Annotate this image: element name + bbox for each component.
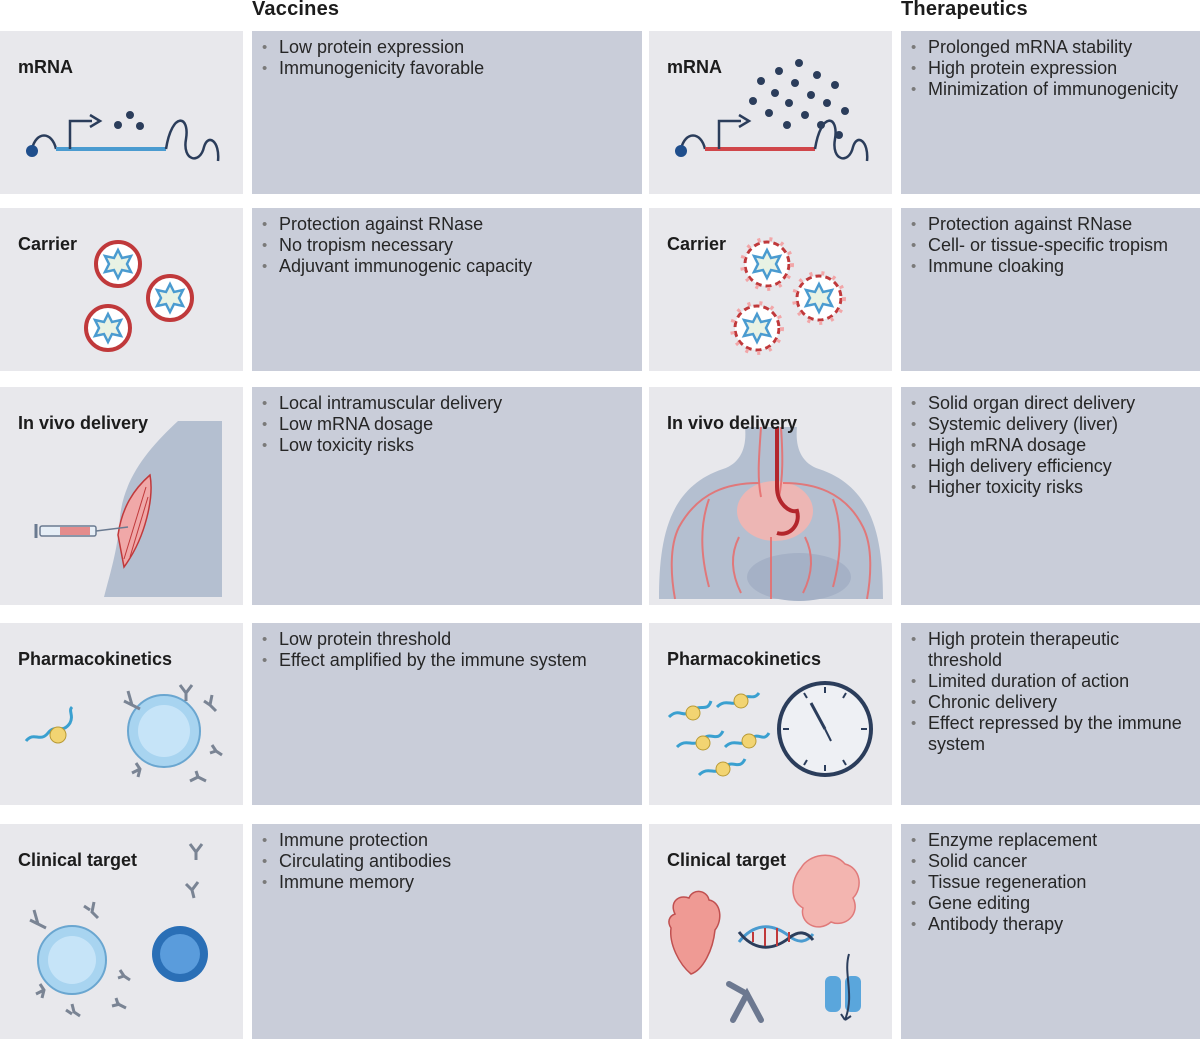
intramuscular-injection-icon <box>34 421 222 597</box>
mrna-high-expression-icon <box>675 59 869 162</box>
bullet: High protein therapeutic threshold <box>911 629 1192 671</box>
therapeutics-column-title: Therapeutics <box>901 0 1028 20</box>
immune-cell-antibody-icon <box>24 684 223 783</box>
vaccine-mrna-illustration: mRNA <box>0 31 243 194</box>
bullet: Gene editing <box>911 893 1192 914</box>
bullet: Immune cloaking <box>911 256 1192 277</box>
bullet: Adjuvant immunogenic capacity <box>262 256 634 277</box>
immune-memory-cells-icon <box>29 843 208 1018</box>
row-label: mRNA <box>667 57 723 77</box>
lipid-nanoparticle-icon <box>84 240 194 352</box>
bullet: Minimization of immunogenicity <box>911 79 1192 100</box>
vaccine-clinical-target-points: Immune protection Circulating antibodies… <box>252 824 642 1039</box>
therapeutic-pharmacokinetics-points: High protein therapeutic threshold Limit… <box>901 623 1200 805</box>
row-label: Pharmacokinetics <box>667 649 822 669</box>
bullet: Protection against RNase <box>262 214 634 235</box>
bullet: Enzyme replacement <box>911 830 1192 851</box>
bullet: No tropism necessary <box>262 235 634 256</box>
therapeutic-mrna-illustration: mRNA <box>649 31 892 194</box>
clock-protein-icon <box>667 681 873 777</box>
bullet: Prolonged mRNA stability <box>911 37 1192 58</box>
row-pharmacokinetics: Pharmacokinetics Low protein threshold E… <box>0 623 1200 805</box>
bullet: Solid cancer <box>911 851 1192 872</box>
bullet: Effect amplified by the immune system <box>262 650 634 671</box>
row-label: In vivo delivery <box>18 413 149 433</box>
vaccine-pharmacokinetics-points: Low protein threshold Effect amplified b… <box>252 623 642 805</box>
therapeutic-delivery-points: Solid organ direct delivery Systemic del… <box>901 387 1200 605</box>
vaccine-mrna-points: Low protein expression Immunogenicity fa… <box>252 31 642 194</box>
bullet: Protection against RNase <box>911 214 1192 235</box>
bullet: Immunogenicity favorable <box>262 58 634 79</box>
therapeutic-pharmacokinetics-illustration: Pharmacokinetics <box>649 623 892 805</box>
mrna-low-expression-icon <box>26 111 220 162</box>
bullet: Antibody therapy <box>911 914 1192 935</box>
bullet: Low protein expression <box>262 37 634 58</box>
row-label: mRNA <box>18 57 74 77</box>
vaccine-carrier-points: Protection against RNase No tropism nece… <box>252 208 642 371</box>
therapeutic-mrna-points: Prolonged mRNA stability High protein ex… <box>901 31 1200 194</box>
bullet: Immune protection <box>262 830 634 851</box>
row-label: Clinical target <box>667 850 787 870</box>
bullet: Low mRNA dosage <box>262 414 634 435</box>
row-label: In vivo delivery <box>667 413 798 433</box>
row-carrier: Carrier Protection against RNase No trop… <box>0 208 1200 371</box>
bullet: Systemic delivery (liver) <box>911 414 1192 435</box>
bullet: Cell- or tissue-specific tropism <box>911 235 1192 256</box>
bullet: High protein expression <box>911 58 1192 79</box>
row-mrna: mRNA Low protein expression Immunogenici… <box>0 31 1200 194</box>
row-label: Carrier <box>18 234 78 254</box>
row-clinical-target: Clinical target Immune protection Circul… <box>0 824 1200 1039</box>
therapeutic-carrier-illustration: Carrier <box>649 208 892 371</box>
targeted-nanoparticle-icon <box>730 237 846 355</box>
row-in-vivo-delivery: In vivo delivery Local intramuscular del… <box>0 387 1200 605</box>
vaccine-delivery-illustration: In vivo delivery <box>0 387 243 605</box>
bullet: Solid organ direct delivery <box>911 393 1192 414</box>
vaccine-pharmacokinetics-illustration: Pharmacokinetics <box>0 623 243 805</box>
systemic-delivery-icon <box>659 426 883 601</box>
bullet: Low protein threshold <box>262 629 634 650</box>
bullet: Effect repressed by the immune system <box>911 713 1192 755</box>
bullet: Immune memory <box>262 872 634 893</box>
bullet: Local intramuscular delivery <box>262 393 634 414</box>
bullet: Low toxicity risks <box>262 435 634 456</box>
therapeutic-clinical-target-points: Enzyme replacement Solid cancer Tissue r… <box>901 824 1200 1039</box>
bullet: Circulating antibodies <box>262 851 634 872</box>
bullet: Chronic delivery <box>911 692 1192 713</box>
therapeutic-clinical-target-illustration: Clinical target <box>649 824 892 1039</box>
therapeutic-delivery-illustration: In vivo delivery <box>649 387 892 605</box>
bullet: Limited duration of action <box>911 671 1192 692</box>
bullet: High mRNA dosage <box>911 435 1192 456</box>
bullet: Tissue regeneration <box>911 872 1192 893</box>
vaccines-column-title: Vaccines <box>252 0 340 20</box>
row-label: Pharmacokinetics <box>18 649 173 669</box>
row-label: Carrier <box>667 234 727 254</box>
row-label: Clinical target <box>18 850 138 870</box>
bullet: Higher toxicity risks <box>911 477 1192 498</box>
vaccine-clinical-target-illustration: Clinical target <box>0 824 243 1039</box>
vaccine-delivery-points: Local intramuscular delivery Low mRNA do… <box>252 387 642 605</box>
bullet: High delivery efficiency <box>911 456 1192 477</box>
therapeutic-carrier-points: Protection against RNase Cell- or tissue… <box>901 208 1200 371</box>
vaccine-carrier-illustration: Carrier <box>0 208 243 371</box>
clinical-targets-icon <box>668 854 861 1023</box>
